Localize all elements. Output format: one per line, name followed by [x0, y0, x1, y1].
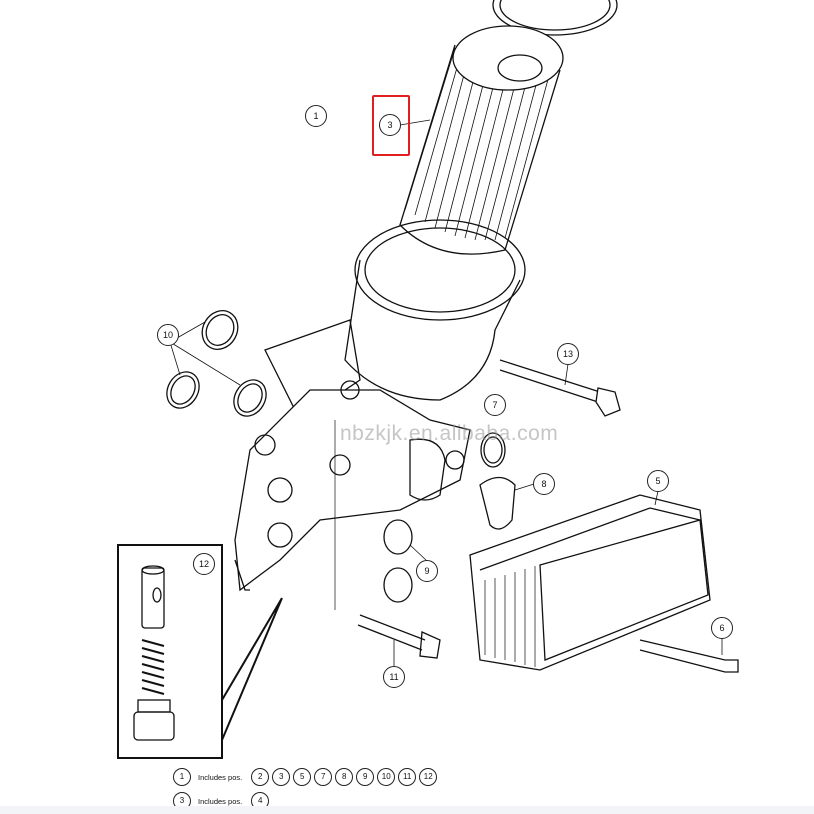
inset-box-12 [117, 544, 223, 759]
callout-5[interactable]: 5 [647, 470, 669, 492]
oil-filter-cartridge [399, 25, 564, 255]
watermark: nbzkjk.en.alibaba.com [340, 422, 559, 445]
legend-label: Includes pos. [198, 796, 243, 806]
legend-item: 5 [293, 768, 312, 786]
callout-13[interactable]: 13 [557, 343, 579, 365]
callout-11[interactable]: 11 [383, 666, 405, 688]
o-ring-9b [383, 567, 413, 603]
o-rings-10 [166, 310, 267, 417]
o-ring-7 [480, 432, 506, 468]
highlight-box-pos-3 [372, 95, 410, 156]
o-ring-9a [383, 519, 413, 555]
legend-item: 3 [272, 768, 291, 786]
legend-item: 11 [398, 768, 417, 786]
legend-pos: 1 [173, 768, 191, 786]
legend-row-1: 1 Includes pos. 2 3 5 7 8 9 10 11 12 [173, 768, 438, 786]
legend-item: 7 [314, 768, 333, 786]
callout-6[interactable]: 6 [711, 617, 733, 639]
gasket-8 [479, 476, 516, 530]
filter-housing [234, 219, 526, 592]
callout-7[interactable]: 7 [484, 394, 506, 416]
legend-item: 10 [377, 768, 396, 786]
legend-label: Includes pos. [198, 772, 243, 782]
bolt-13 [499, 359, 621, 417]
legend-item: 12 [419, 768, 438, 786]
bolt-6 [639, 639, 739, 673]
callout-9[interactable]: 9 [416, 560, 438, 582]
callout-1[interactable]: 1 [305, 105, 327, 127]
legend-item: 8 [335, 768, 354, 786]
page-footer-strip [0, 806, 814, 814]
callout-10[interactable]: 10 [157, 324, 179, 346]
callout-3[interactable]: 3 [379, 114, 401, 136]
callout-12[interactable]: 12 [193, 553, 215, 575]
callout-8[interactable]: 8 [533, 473, 555, 495]
pressure-valve-12 [133, 565, 175, 741]
bolt-11 [357, 614, 441, 659]
legend-item: 9 [356, 768, 375, 786]
legend-item: 2 [251, 768, 270, 786]
oil-cooler-5 [469, 494, 711, 671]
seal-ring-4 [492, 0, 618, 36]
